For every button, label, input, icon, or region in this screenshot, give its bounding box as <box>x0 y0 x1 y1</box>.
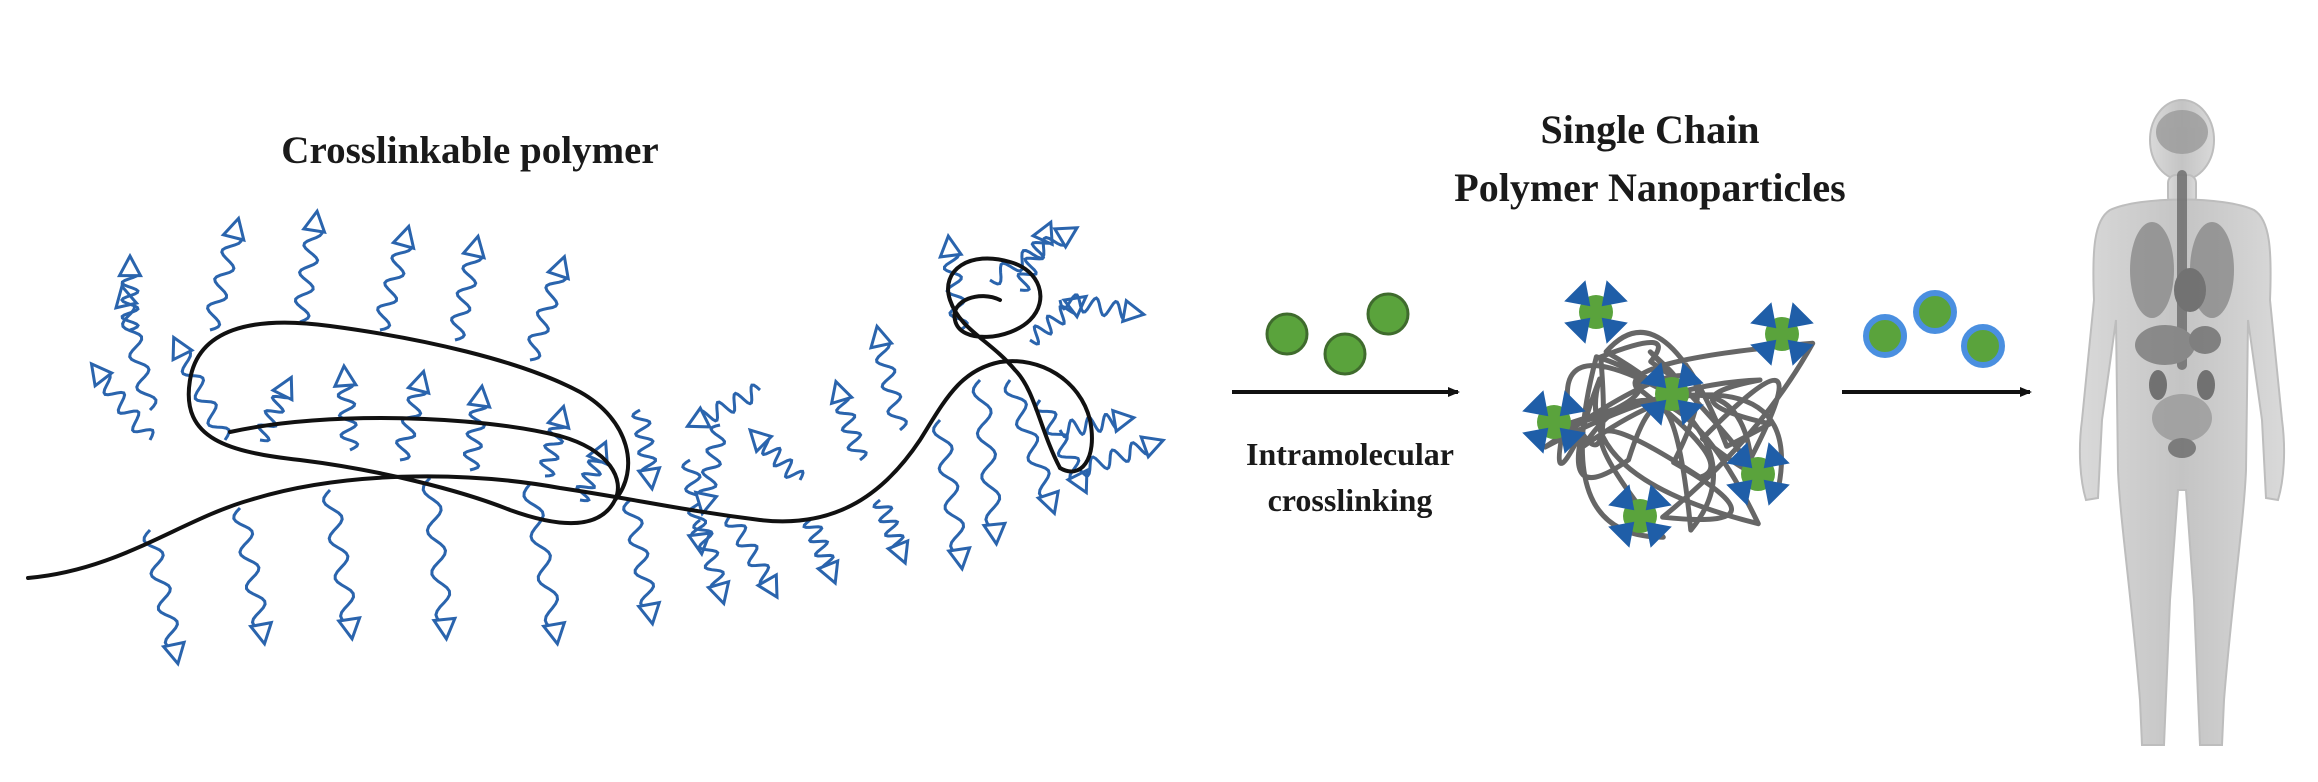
side-chain <box>1058 293 1132 321</box>
reactive-group <box>684 405 713 429</box>
side-chain <box>1078 441 1152 478</box>
reactive-group <box>686 531 712 558</box>
side-chain <box>759 435 805 481</box>
reactive-group <box>171 334 195 363</box>
side-chain <box>322 488 356 627</box>
side-chain <box>120 268 140 332</box>
reactive-group <box>270 374 294 403</box>
side-chain <box>802 518 835 572</box>
reactive-group <box>89 361 115 389</box>
single-chain-nanoparticle <box>1522 280 1816 548</box>
side-chain <box>522 483 560 632</box>
side-chain <box>622 498 656 612</box>
reactive-group <box>829 378 855 406</box>
side-chain <box>99 372 155 441</box>
reactive-group <box>815 558 840 586</box>
reactive-group <box>247 620 274 647</box>
process-label-line1: Intramolecular <box>1246 436 1454 472</box>
side-chain <box>696 423 727 502</box>
side-chain <box>421 476 452 627</box>
reactive-group <box>116 252 144 278</box>
reactive-group <box>1052 226 1080 250</box>
side-chains <box>89 208 1167 667</box>
reactive-group <box>705 579 731 607</box>
side-chain <box>256 388 292 443</box>
side-chain <box>724 515 771 587</box>
side-chain <box>376 238 413 332</box>
reactive-group <box>868 323 895 350</box>
collapsed-coil <box>1533 329 1816 540</box>
side-chain <box>527 269 567 362</box>
reactive-group <box>636 466 662 492</box>
human-body-icon <box>2078 99 2286 746</box>
reactive-group <box>405 368 431 396</box>
reactive-group <box>220 215 246 243</box>
crosslinkable-polymer-title: Crosslinkable polymer <box>281 129 659 172</box>
side-chain <box>232 506 267 632</box>
side-chain <box>875 338 908 432</box>
reactive-group <box>938 232 964 259</box>
crosslink-point <box>1726 442 1790 506</box>
reactive-group <box>1120 297 1147 324</box>
reactive-group <box>635 600 662 627</box>
process-label-line2: crosslinking <box>1267 482 1433 518</box>
reactive-group <box>301 208 327 234</box>
reactive-group <box>466 382 492 409</box>
reactive-group <box>693 490 720 517</box>
crosslink-point <box>1608 484 1672 548</box>
side-chain <box>121 298 158 412</box>
side-chain <box>692 518 725 592</box>
nanoparticle-dots <box>1863 290 2005 368</box>
reactive-group <box>390 223 416 251</box>
reactive-group <box>1110 408 1137 435</box>
side-chain <box>394 383 428 462</box>
side-chain <box>206 230 243 332</box>
crosslink-point <box>1564 280 1628 344</box>
green-particles <box>1265 292 1410 376</box>
side-chain <box>463 398 489 472</box>
reactive-group <box>545 403 571 431</box>
side-chain <box>1003 379 1051 502</box>
crosslink-point <box>1522 390 1586 454</box>
reactive-group <box>460 233 487 260</box>
side-chain <box>989 234 1067 286</box>
scnp-title-line2: Polymer Nanoparticles <box>1454 165 1846 210</box>
crosslink-point <box>1640 362 1704 426</box>
reactive-group <box>1035 489 1061 517</box>
reactive-group <box>1138 435 1167 460</box>
reactive-group <box>431 616 458 643</box>
side-chain <box>1016 233 1053 292</box>
reactive-group <box>755 572 779 600</box>
reactive-group <box>1065 467 1089 496</box>
side-chain <box>336 378 360 452</box>
reactive-group <box>747 427 775 455</box>
reactive-group <box>981 521 1008 548</box>
side-chain <box>450 248 483 342</box>
side-chain <box>932 418 966 557</box>
side-chain <box>872 498 905 552</box>
reactive-group <box>540 620 567 647</box>
crosslink-point <box>1750 302 1814 366</box>
side-chain <box>631 408 658 477</box>
side-chain <box>293 223 324 324</box>
side-chain <box>835 393 868 462</box>
side-chain <box>539 418 569 478</box>
side-chain <box>142 528 179 652</box>
reactive-group <box>336 616 362 642</box>
scnp-title-line1: Single Chain <box>1540 107 1760 152</box>
reactive-group <box>545 253 571 281</box>
side-chain <box>971 378 1002 532</box>
polymer-backbone <box>26 256 1094 580</box>
reactive-group <box>946 546 972 572</box>
side-chain <box>698 383 761 423</box>
reactive-group <box>885 538 910 566</box>
reactive-group <box>160 640 187 667</box>
side-chain <box>179 348 231 441</box>
reactive-group <box>332 362 359 388</box>
